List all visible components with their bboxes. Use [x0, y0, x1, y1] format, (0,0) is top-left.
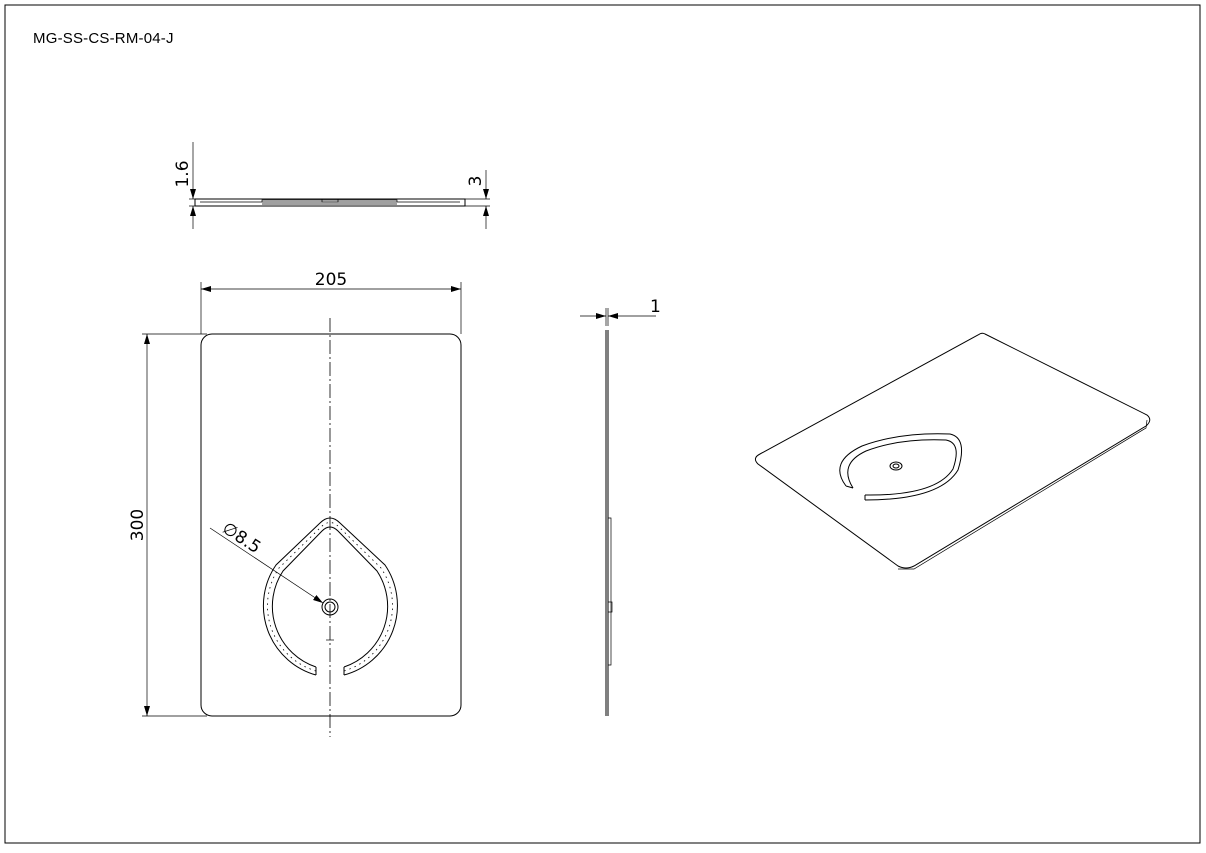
part-code-label: MG-SS-CS-RM-04-J — [33, 30, 174, 47]
dim-width-205: 205 — [315, 270, 347, 290]
iso-center-hole — [889, 461, 903, 471]
center-hole — [321, 598, 339, 616]
dim-height-300: 300 — [128, 509, 148, 541]
plate-outline — [200, 333, 462, 717]
dim-thickness-1: 1 — [650, 297, 661, 317]
teardrop-slot — [262, 517, 398, 676]
dim-thickness-1-6: 1.6 — [173, 160, 193, 187]
right-side-view: 1 — [580, 297, 661, 716]
top-edge-view: 1.6 3 — [173, 142, 490, 229]
iso-plate-outline — [754, 332, 1151, 569]
isometric-view — [754, 332, 1151, 570]
front-view: ∅8.5 205 300 — [128, 270, 462, 737]
dim-hole-diameter: ∅8.5 — [218, 518, 264, 558]
iso-slot — [839, 433, 963, 501]
dim-total-height-3: 3 — [466, 176, 486, 187]
sheet-border — [4, 4, 1201, 844]
